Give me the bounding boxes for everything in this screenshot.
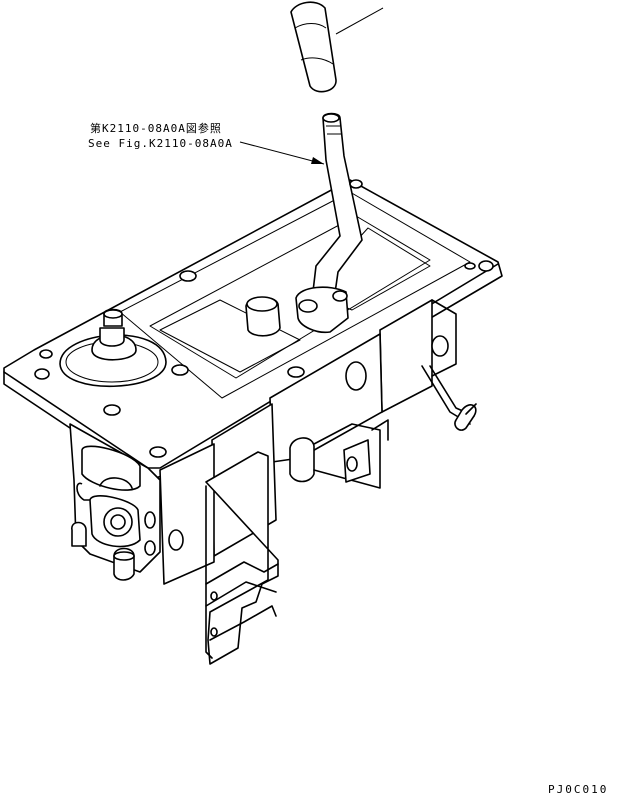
right-linkage [421, 365, 477, 431]
plate-bolts [34, 179, 494, 458]
figure-reference-english: See Fig.K2110-08A0A [88, 137, 233, 150]
bracket [205, 451, 279, 665]
shift-lever-rod [295, 112, 363, 334]
valve-block [69, 423, 161, 581]
boss [245, 296, 281, 337]
figure-reference-japanese: 第K2110-08A0A図参照 [90, 122, 222, 135]
selector-dome [59, 308, 167, 388]
lever-knob [290, 1, 384, 93]
callout-leader [239, 141, 325, 165]
housing-body [159, 299, 457, 585]
drawing-code: PJ0C010 [548, 783, 609, 796]
